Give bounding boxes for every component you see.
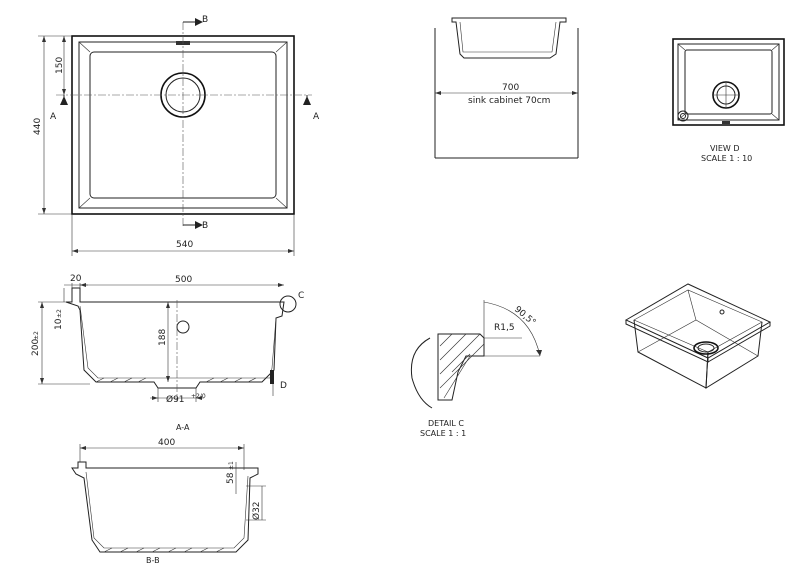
- detail-c-radius: R1,5: [494, 323, 515, 333]
- section-a-label-left: A: [50, 112, 57, 122]
- depth-188-dim: 188: [158, 329, 168, 346]
- iso-drain: [693, 341, 719, 355]
- width-400-dim: 400: [158, 438, 175, 448]
- view-d-corner-hole: [677, 110, 689, 122]
- drain-tolerance: +2/0: [191, 393, 206, 400]
- detail-c-circle: [279, 295, 297, 313]
- cabinet-label: sink cabinet 70cm: [468, 96, 550, 106]
- detail-c-angle: 90,5°: [512, 305, 537, 328]
- section-b-title: B-B: [146, 556, 160, 565]
- section-b-label-top: B: [202, 15, 208, 25]
- drain-91-dim: Ø91: [166, 394, 185, 405]
- cabinet-width-dim: 700: [502, 83, 519, 93]
- overflow-height-tolerance: ±1: [228, 461, 235, 470]
- width-500-dim: 500: [175, 275, 192, 285]
- view-d-marker: D: [280, 381, 287, 391]
- detail-c-marker: C: [298, 291, 304, 301]
- iso-overflow: [719, 309, 725, 315]
- section-a-label-right: A: [313, 112, 320, 122]
- view-d-title: VIEW D: [710, 144, 740, 153]
- section-b-b: 400 58 ±1 Ø32 B-B: [71, 438, 266, 565]
- height-440-dim: 440: [33, 118, 43, 135]
- total-height-200-dim: 200: [31, 339, 41, 356]
- view-d-scale: SCALE 1 : 10: [701, 154, 752, 163]
- detail-c: R1,5 90,5° DETAIL C SCALE 1 : 1: [410, 300, 542, 438]
- section-b-label-bottom: B: [202, 221, 208, 231]
- detail-c-title: DETAIL C: [428, 419, 464, 428]
- view-d-outer: [672, 38, 785, 126]
- cabinet-view: 700 sink cabinet 70cm: [434, 17, 579, 159]
- total-height-tolerance: ±2: [33, 331, 40, 340]
- top-view: A A B B 540 440 150: [33, 15, 320, 256]
- overflow-dia-32-dim: Ø32: [251, 501, 262, 520]
- detail-c-scale: SCALE 1 : 1: [420, 429, 466, 438]
- flange-20-dim: 20: [70, 274, 82, 284]
- width-540-dim: 540: [176, 240, 193, 250]
- section-a-outer: [65, 287, 285, 389]
- detail-c-profile: [437, 333, 485, 401]
- section-a-side-rib: [270, 370, 274, 384]
- isometric-view: [624, 283, 772, 389]
- section-a-a: 20 500 188 200 ±2 10 ±2 Ø91 +2/0 C D A-A: [31, 274, 304, 432]
- overflow-height-58-dim: 58: [226, 472, 236, 484]
- sink-side-profile: [451, 17, 567, 59]
- view-d-drain: [712, 81, 740, 109]
- offset-150-dim: 150: [55, 57, 65, 74]
- section-a-title: A-A: [176, 423, 190, 432]
- section-a-overflow-hole: [176, 320, 190, 334]
- view-d: VIEW D SCALE 1 : 10: [672, 38, 785, 163]
- lip-tolerance: ±2: [56, 309, 63, 318]
- section-b-outer: [71, 461, 259, 553]
- lip-10-dim: 10: [54, 318, 64, 330]
- detail-c-break-line: [410, 337, 433, 409]
